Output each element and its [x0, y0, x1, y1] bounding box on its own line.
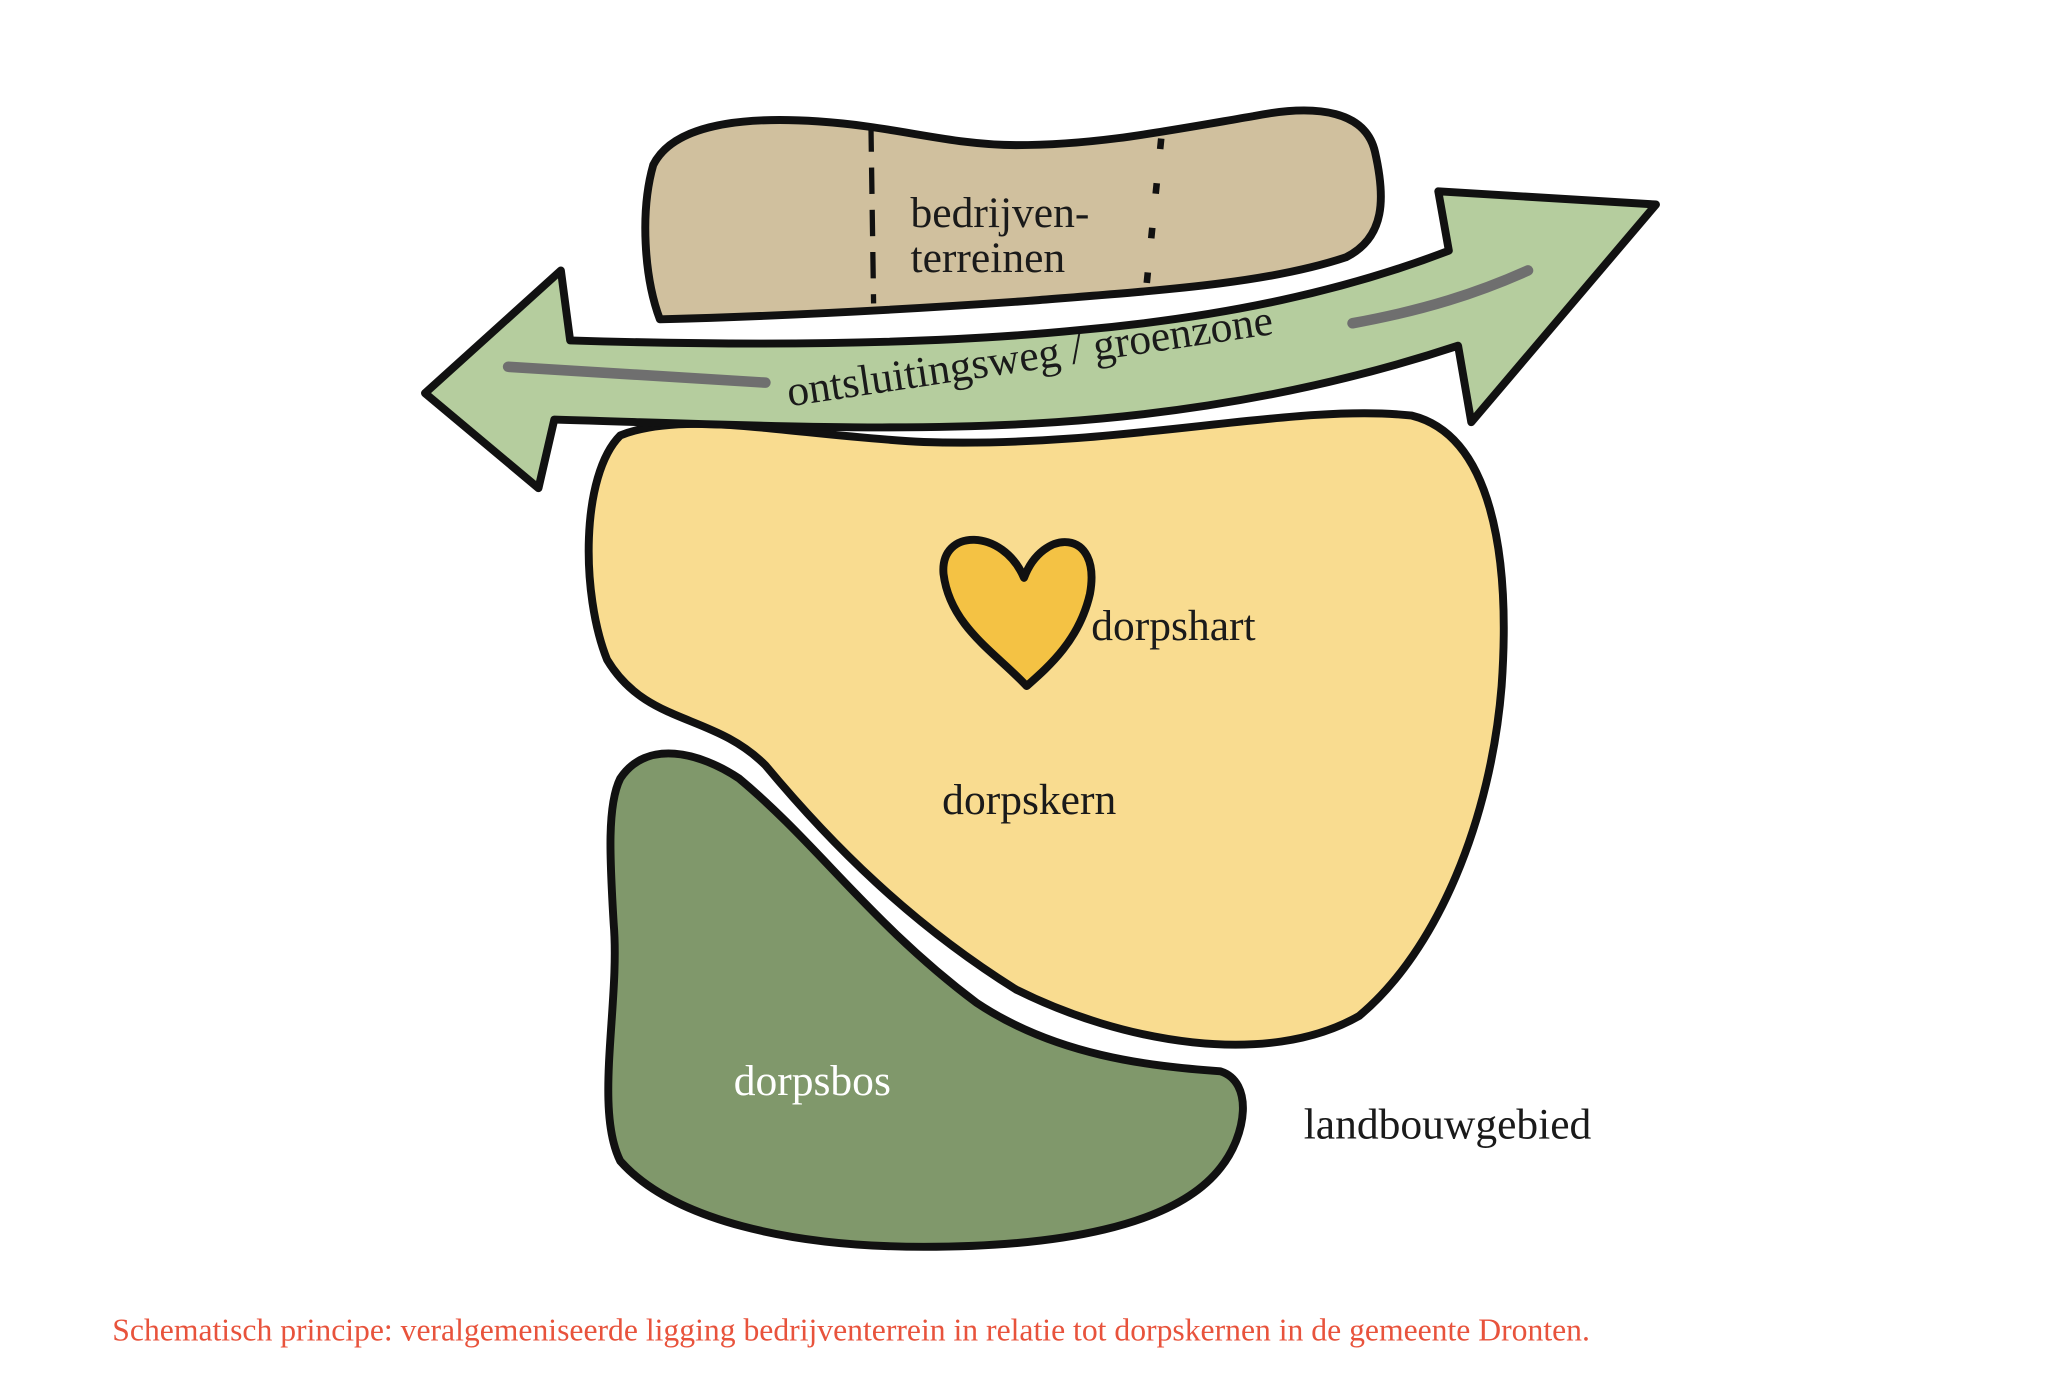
road-centerline [502, 361, 771, 388]
figure-caption: Schematisch principe: veralgemeniseerde … [112, 1313, 1590, 1348]
village-forest-shape [604, 749, 1247, 1251]
forest-label: dorpsbos [734, 1057, 891, 1105]
business-park-shape [641, 106, 1385, 324]
road-centerline [1347, 265, 1534, 329]
village-heart-icon [939, 535, 1096, 691]
heart-label: dorpshart [1091, 602, 1255, 650]
village-core-shape [584, 409, 1508, 1049]
business-label-2: terreinen [911, 234, 1066, 282]
road-arrow [421, 187, 1660, 493]
business-label-1: bedrijven- [911, 189, 1090, 237]
core-label: dorpskern [942, 776, 1116, 824]
agri-label: landbouwgebied [1304, 1101, 1592, 1149]
parcel-divider [868, 125, 877, 304]
